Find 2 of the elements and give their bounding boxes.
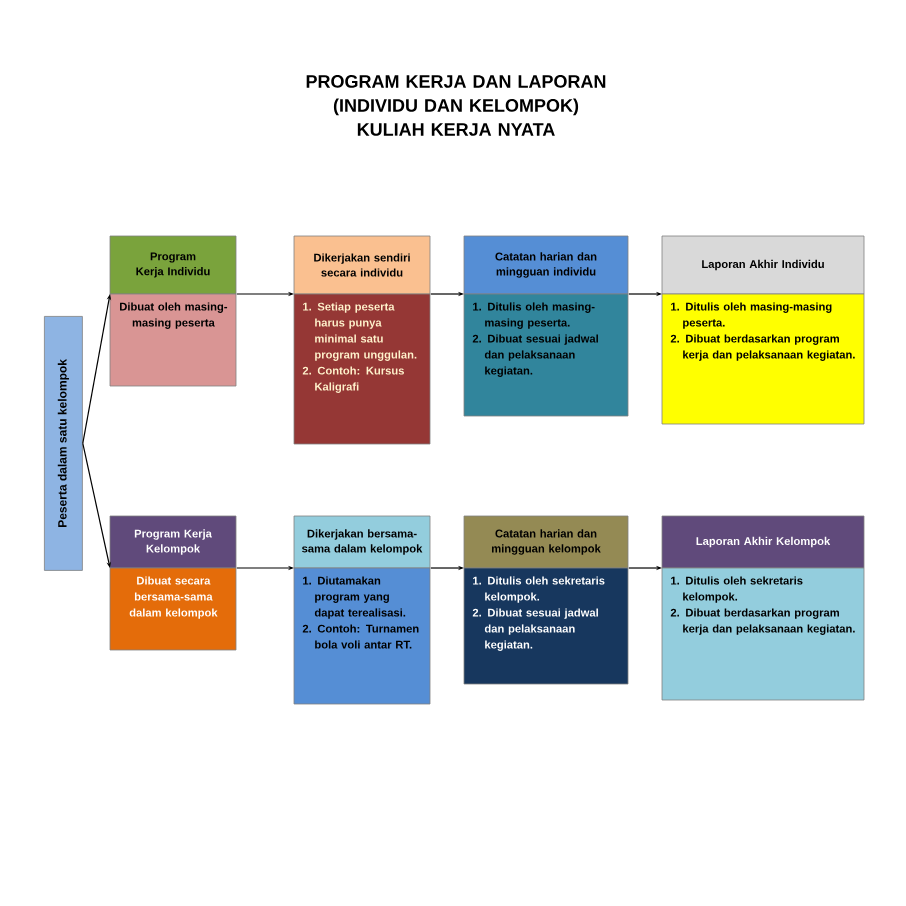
title: PROGRAM KERJA DAN LAPORAN (INDIVIDU DAN KELOMPOK) KULIAH KERJA NYATA (306, 75, 606, 136)
arrow (82, 442, 111, 568)
